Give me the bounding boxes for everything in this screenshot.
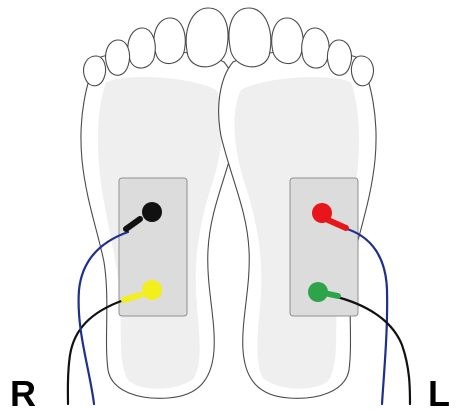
left-side-label: L <box>428 373 450 411</box>
left-foot-toe-2 <box>272 18 303 64</box>
left-foot-toe-3 <box>302 28 329 68</box>
red-electrode <box>312 203 332 223</box>
left-foot-big-toe <box>229 8 271 67</box>
right-foot-toe-5 <box>84 56 106 86</box>
right-foot-toe-3 <box>128 28 155 68</box>
right-foot-big-toe <box>186 8 228 67</box>
right-side-label: R <box>10 373 36 411</box>
right-foot-toe-4 <box>106 40 130 75</box>
left-foot-toe-4 <box>327 40 351 75</box>
green-electrode <box>308 282 328 302</box>
yellow-electrode <box>142 280 162 300</box>
right-foot-toe-2 <box>154 18 185 64</box>
black-electrode <box>142 202 162 222</box>
left-foot-toe-5 <box>351 56 373 86</box>
